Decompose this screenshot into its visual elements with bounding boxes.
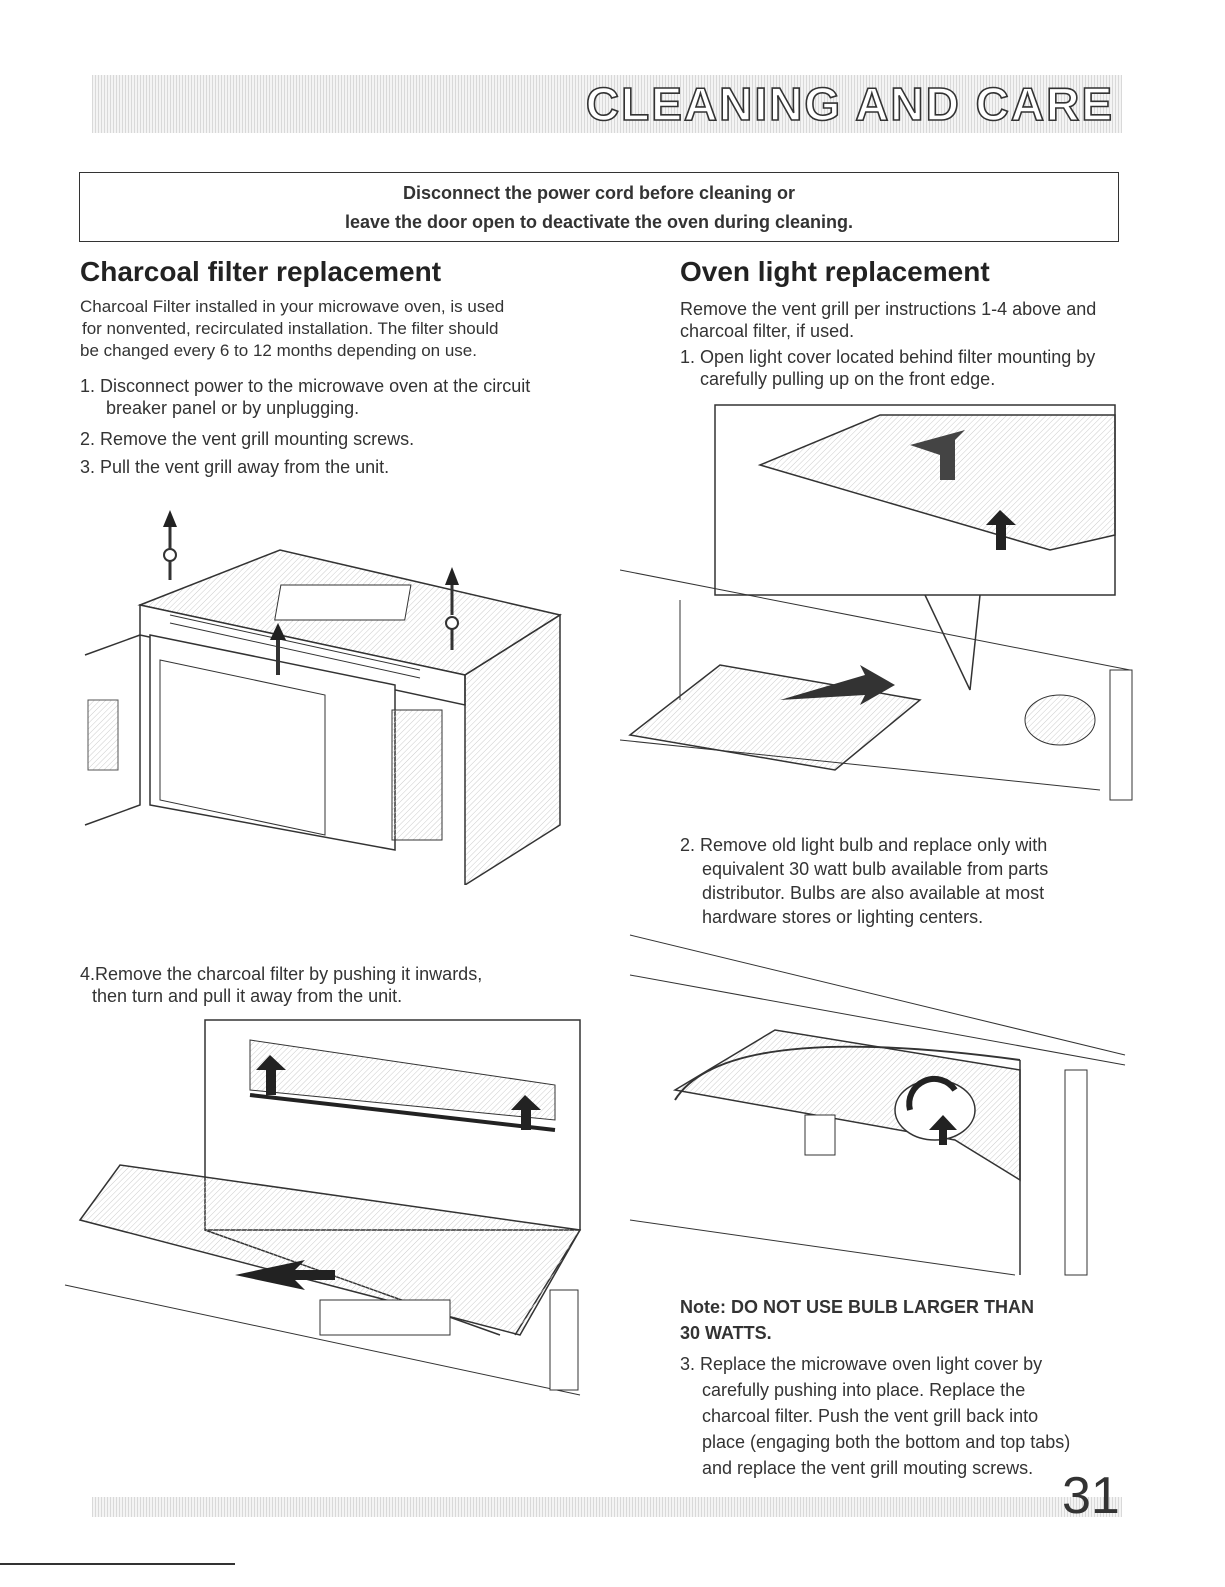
charcoal-step-1: 1. Disconnect power to the microwave ove… (80, 375, 530, 419)
charcoal-step-4-line-1: 4.Remove the charcoal filter by pushing … (80, 964, 483, 984)
charcoal-intro-line-1: Charcoal Filter installed in your microw… (80, 297, 505, 316)
bulb-wattage-note-line-2: 30 WATTS. (680, 1323, 772, 1343)
oven-light-intro-line-2: charcoal filter, if used. (680, 321, 855, 341)
bulb-wattage-note: Note: DO NOT USE BULB LARGER THAN 30 WAT… (680, 1294, 1034, 1346)
oven-light-step-1: 1. Open light cover located behind filte… (680, 346, 1095, 390)
oven-light-step-2-line-2: equivalent 30 watt bulb available from p… (702, 859, 1049, 879)
oven-light-step-2-line-4: hardware stores or lighting centers. (702, 907, 984, 927)
oven-light-intro: Remove the vent grill per instructions 1… (680, 298, 1096, 342)
oven-light-step-2: 2. Remove old light bulb and replace onl… (680, 833, 1048, 929)
bulb-wattage-note-line-1: Note: DO NOT USE BULB LARGER THAN (680, 1297, 1034, 1317)
header-band: CLEANING AND CARE (92, 75, 1122, 133)
charcoal-step-4: 4.Remove the charcoal filter by pushing … (80, 963, 482, 1007)
vent-grill-illustration (84, 510, 562, 885)
charcoal-intro-line-2: for nonvented, recirculated installation… (82, 319, 499, 338)
oven-light-step-3-line-1: 3. Replace the microwave oven light cove… (680, 1354, 1043, 1374)
warning-line-2: leave the door open to deactivate the ov… (344, 212, 854, 232)
charcoal-step-3: 3. Pull the vent grill away from the uni… (80, 457, 390, 477)
bottom-rule (0, 1563, 235, 1565)
charcoal-filter-heading: Charcoal filter replacement (80, 256, 442, 287)
oven-light-step-2-line-3: distributor. Bulbs are also available at… (702, 883, 1045, 903)
oven-light-step-3: 3. Replace the microwave oven light cove… (680, 1351, 1070, 1481)
oven-light-heading: Oven light replacement (680, 256, 990, 287)
bulb-replacement-illustration (629, 934, 1126, 1276)
footer-band (92, 1497, 1122, 1517)
charcoal-intro-line-3: be changed every 6 to 12 months dependin… (80, 341, 477, 360)
charcoal-step-4-line-2: then turn and pull it away from the unit… (92, 986, 403, 1006)
page-number: 31 (1062, 1467, 1120, 1525)
charcoal-filter-illustration (64, 1019, 582, 1396)
charcoal-step-1-line-2: breaker panel or by unplugging. (106, 398, 360, 418)
oven-light-step-3-line-5: and replace the vent grill mouting screw… (702, 1458, 1034, 1478)
oven-light-step-3-line-3: charcoal filter. Push the vent grill bac… (702, 1406, 1039, 1426)
warning-line-1: Disconnect the power cord before cleanin… (402, 183, 796, 203)
warning-box: Disconnect the power cord before cleanin… (79, 172, 1119, 242)
page-title: CLEANING AND CARE (585, 78, 1114, 130)
oven-light-step-3-line-2: carefully pushing into place. Replace th… (702, 1380, 1026, 1400)
light-cover-illustration (620, 404, 1133, 801)
oven-light-step-1-line-2: carefully pulling up on the front edge. (700, 369, 996, 389)
charcoal-intro: Charcoal Filter installed in your microw… (80, 296, 504, 362)
charcoal-step-2: 2. Remove the vent grill mounting screws… (80, 429, 415, 449)
oven-light-step-3-line-4: place (engaging both the bottom and top … (702, 1432, 1071, 1452)
oven-light-step-2-line-1: 2. Remove old light bulb and replace onl… (680, 835, 1048, 855)
charcoal-step-1-line-1: 1. Disconnect power to the microwave ove… (80, 376, 531, 396)
oven-light-intro-line-1: Remove the vent grill per instructions 1… (680, 299, 1097, 319)
oven-light-step-1-line-1: 1. Open light cover located behind filte… (680, 347, 1096, 367)
